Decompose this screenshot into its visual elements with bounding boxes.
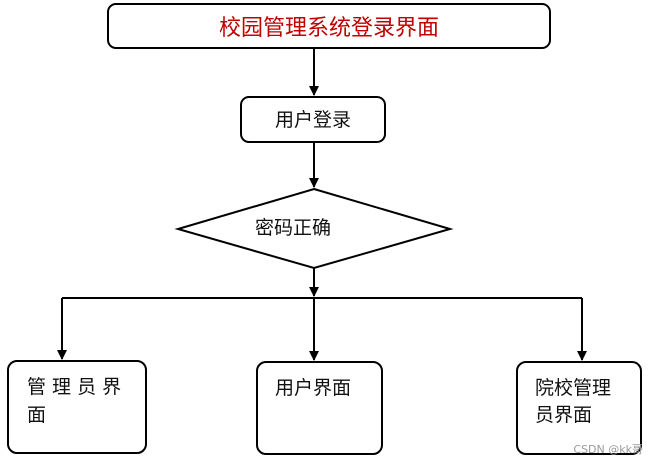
- user-box: [256, 361, 383, 455]
- admin-label-line2: 面: [27, 404, 47, 426]
- college-admin-box: [516, 361, 642, 455]
- watermark-text: CSDN @kk哥: [573, 443, 643, 456]
- user-label: 用户界面: [275, 377, 352, 399]
- admin-label-line1: 管 理 员 界: [27, 376, 122, 398]
- title-label: 校园管理系统登录界面: [218, 16, 439, 41]
- decision-label: 密码正确: [255, 217, 332, 239]
- college-admin-label-line1: 院校管理: [535, 377, 612, 399]
- college-admin-label-line2: 员界面: [535, 404, 593, 426]
- title-box: [107, 3, 551, 49]
- login-label: 用户登录: [274, 108, 351, 131]
- admin-box: [7, 360, 147, 454]
